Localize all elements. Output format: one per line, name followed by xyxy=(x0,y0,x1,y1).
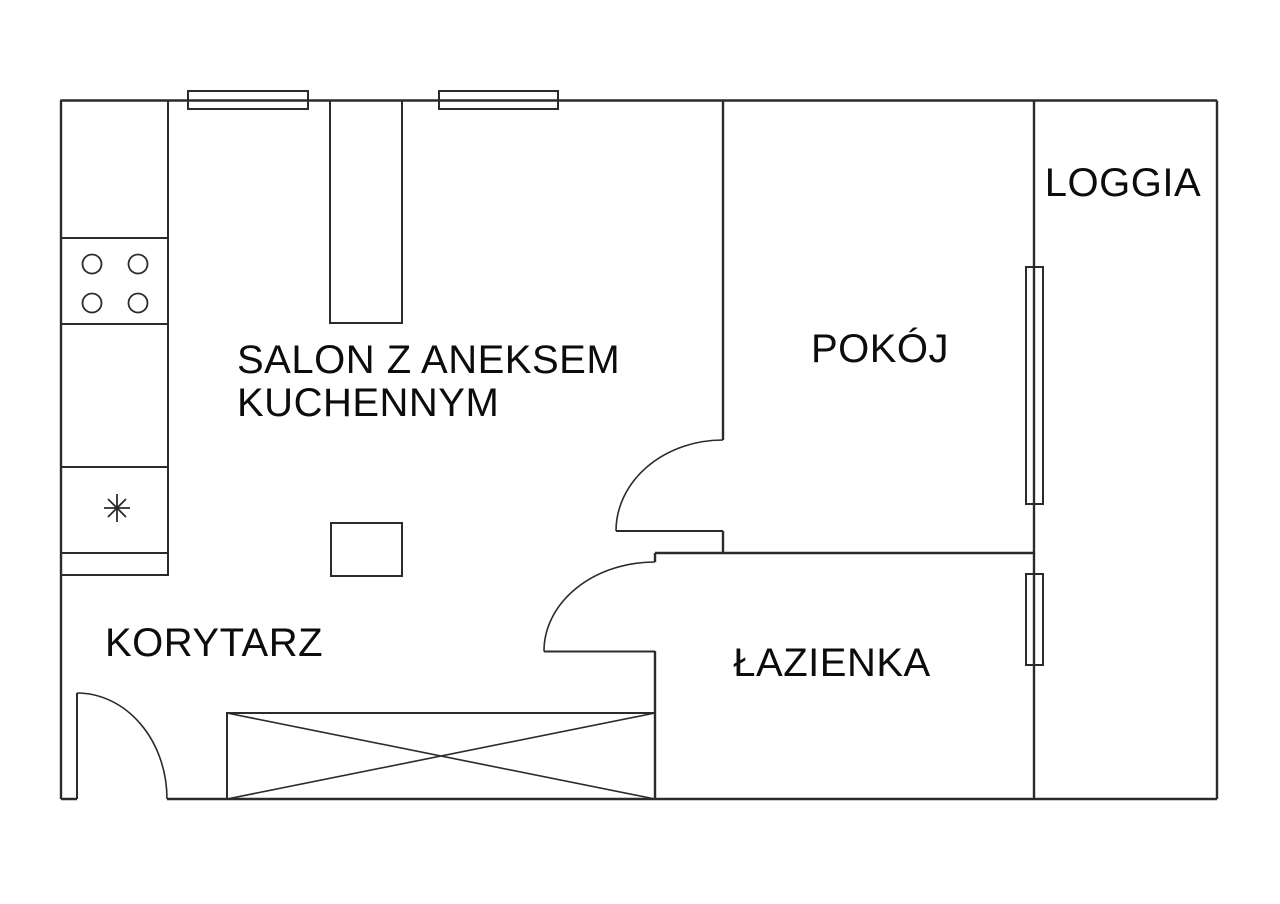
room-label-loggia: LOGGIA xyxy=(1045,161,1201,205)
windows xyxy=(187,90,1044,666)
kitchen-counter xyxy=(60,99,169,576)
furniture xyxy=(226,99,656,800)
wardrobe-cross-lines xyxy=(226,712,656,800)
salon-table xyxy=(330,522,403,577)
room-label-salon-line2: KUCHENNYM xyxy=(237,381,499,425)
door-pokoj xyxy=(615,439,724,532)
door-lazienka-arc-icon xyxy=(543,561,656,652)
wardrobe-crossed-box-icon xyxy=(226,712,656,800)
door-pokoj-arc-icon xyxy=(615,439,724,532)
room-label-salon-line1: SALON Z ANEKSEM xyxy=(237,338,620,382)
window-pokoj-loggia-icon xyxy=(1025,266,1044,505)
kitchen-counter-outline xyxy=(60,99,169,576)
stove-burner-2 xyxy=(127,253,149,275)
window-top-middle-icon xyxy=(438,90,559,110)
room-label-lazienka: ŁAZIENKA xyxy=(733,641,930,685)
room-label-pokoj: POKÓJ xyxy=(811,326,949,371)
stove-burner-1 xyxy=(81,253,103,275)
room-labels: SALON Z ANEKSEM KUCHENNYM POKÓJ ŁAZIENKA… xyxy=(105,161,1201,685)
kitchen-counter-dividers xyxy=(61,237,168,554)
stove-four-burners-icon xyxy=(81,253,149,314)
door-lazienka xyxy=(543,561,656,653)
window-top-left-icon xyxy=(187,90,309,110)
sink-asterisk-icon xyxy=(104,494,130,522)
room-label-korytarz: KORYTARZ xyxy=(105,621,323,665)
door-entrance xyxy=(76,692,168,800)
stove-burner-3 xyxy=(81,292,103,314)
window-lazienka-loggia-icon xyxy=(1025,573,1044,666)
wardrobe-outline xyxy=(226,712,656,800)
door-entrance-arc-icon xyxy=(76,692,168,800)
kitchen-peninsula xyxy=(329,99,403,324)
interior-walls xyxy=(653,100,1036,799)
stove-burner-4 xyxy=(127,292,149,314)
wall-bathroom-north xyxy=(653,551,1034,562)
